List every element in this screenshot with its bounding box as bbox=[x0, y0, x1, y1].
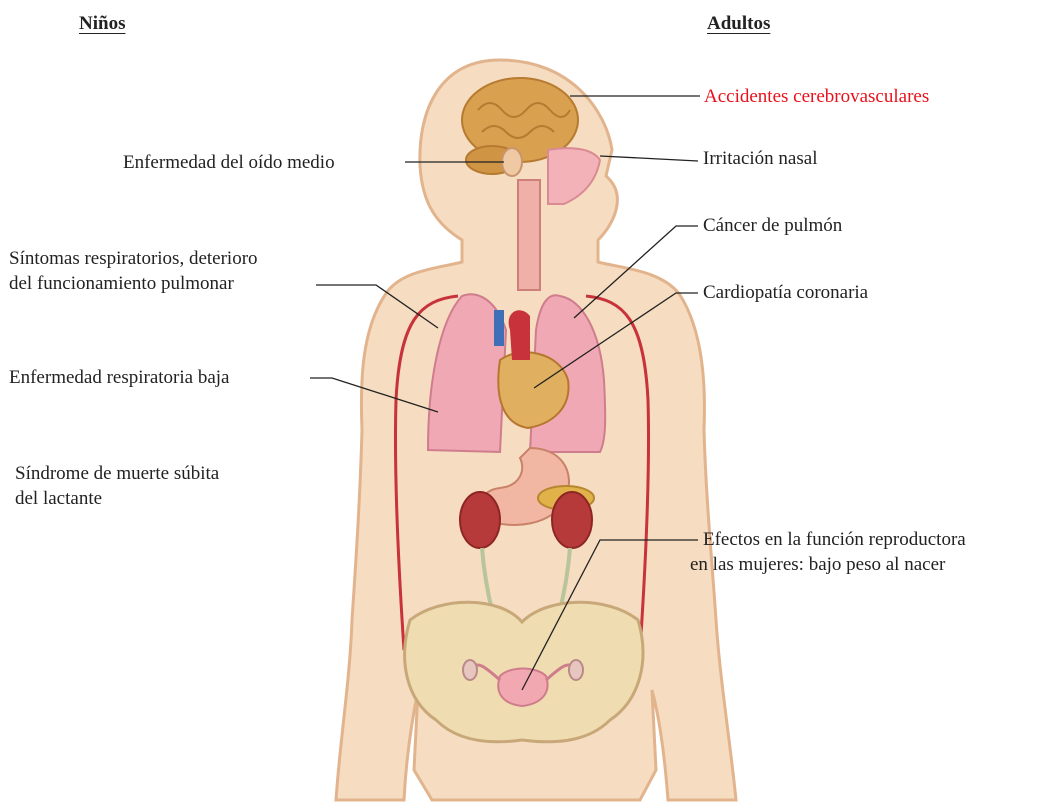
leader-irritacion bbox=[600, 156, 698, 161]
label-sintomas-respiratorios-1: Síntomas respiratorios, deterioro bbox=[9, 247, 258, 270]
label-irritacion-nasal: Irritación nasal bbox=[703, 147, 817, 170]
trachea bbox=[518, 180, 540, 290]
label-sintomas-respiratorios-2: del funcionamiento pulmonar bbox=[9, 272, 234, 295]
label-enfermedad-oido: Enfermedad del oído medio bbox=[123, 151, 335, 174]
label-sindrome-muerte-2: del lactante bbox=[15, 487, 102, 510]
label-efectos-reproductora-2: en las mujeres: bajo peso al nacer bbox=[690, 553, 945, 576]
label-efectos-reproductora-1: Efectos en la función reproductora bbox=[703, 528, 966, 551]
label-sindrome-muerte-1: Síndrome de muerte súbita bbox=[15, 462, 219, 485]
vena-cava bbox=[494, 310, 504, 346]
right-kidney bbox=[552, 492, 592, 548]
ear bbox=[502, 148, 522, 176]
header-children: Niños bbox=[79, 12, 125, 35]
label-enfermedad-respiratoria-baja: Enfermedad respiratoria baja bbox=[9, 366, 230, 389]
header-adults: Adultos bbox=[707, 12, 770, 35]
left-kidney bbox=[460, 492, 500, 548]
label-cardiopatia-coronaria: Cardiopatía coronaria bbox=[703, 281, 868, 304]
aorta bbox=[509, 310, 530, 360]
left-ovary bbox=[463, 660, 477, 680]
label-cancer-pulmon: Cáncer de pulmón bbox=[703, 214, 842, 237]
label-accidentes-cerebrovasculares: Accidentes cerebrovasculares bbox=[704, 85, 929, 108]
right-ovary bbox=[569, 660, 583, 680]
